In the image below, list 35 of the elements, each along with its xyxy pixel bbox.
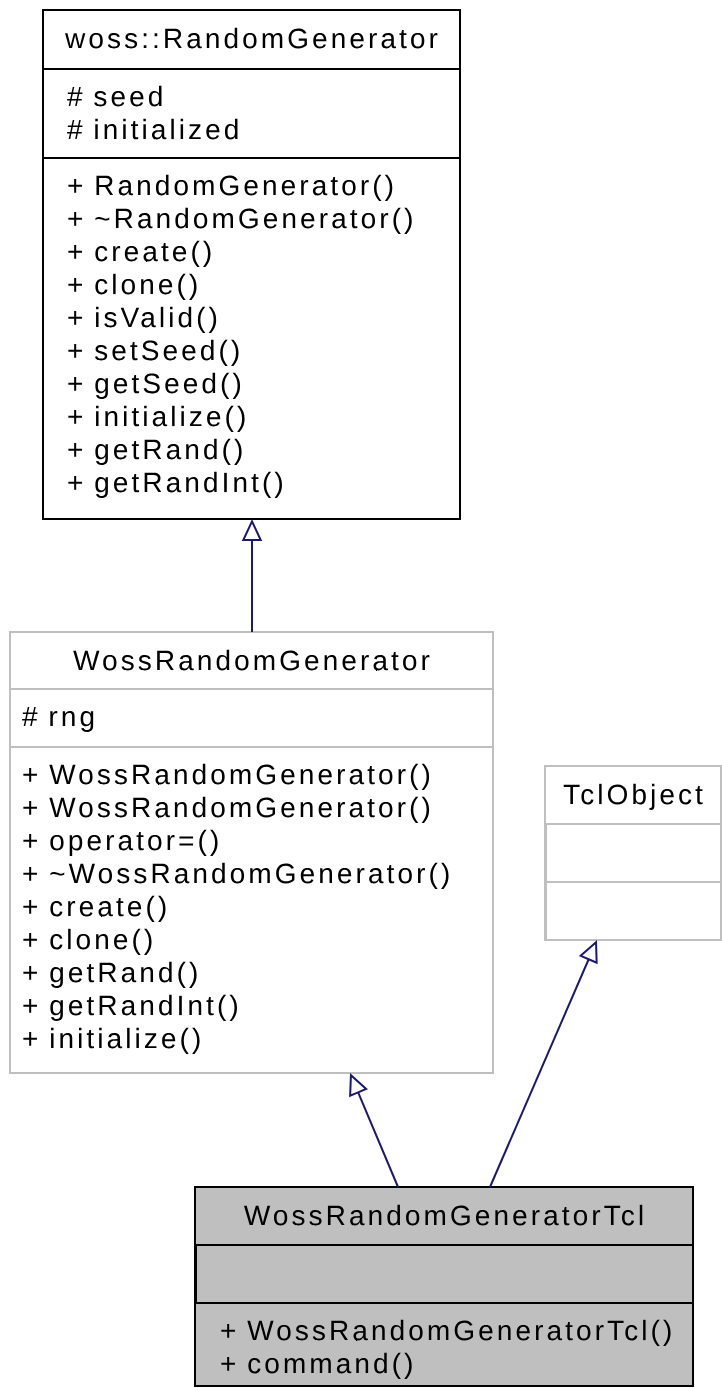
- class-name: WossRandomGenerator: [73, 649, 430, 671]
- method-text: + clone(): [23, 928, 152, 955]
- method-text: + getRand(): [23, 961, 197, 988]
- method-text: + setSeed(): [68, 339, 239, 366]
- method-text: + clone(): [68, 273, 197, 300]
- method-text: + ~RandomGenerator(): [68, 207, 412, 234]
- class-box: [9, 631, 494, 1074]
- class-name: woss::RandomGenerator: [65, 27, 438, 49]
- method-text: + create(): [68, 240, 211, 267]
- method-text: + operator=(): [23, 829, 218, 856]
- method-text: + getRandInt(): [23, 994, 237, 1021]
- method-text: + initialize(): [23, 1027, 200, 1054]
- method-text: + create(): [23, 895, 166, 922]
- attribute-text: # rng: [22, 706, 94, 732]
- method-text: + WossRandomGeneratorTcl(): [221, 1319, 671, 1346]
- class-name: WossRandomGeneratorTcl: [244, 1204, 643, 1226]
- method-text: + getRandInt(): [68, 471, 282, 498]
- empty-compartment: [544, 881, 547, 941]
- class-name: TclObject: [563, 783, 703, 810]
- method-text: + command(): [221, 1352, 412, 1379]
- class-box: [544, 765, 722, 941]
- class-box: [42, 9, 461, 520]
- method-text: + isValid(): [68, 306, 217, 333]
- attribute-text: # seed: [67, 85, 162, 107]
- method-text: + WossRandomGenerator(): [23, 763, 430, 790]
- class-box: [194, 1186, 694, 1387]
- empty-compartment: [194, 1244, 197, 1304]
- method-text: + getSeed(): [68, 372, 241, 399]
- method-text: + WossRandomGenerator(): [23, 796, 430, 823]
- method-text: + initialize(): [68, 405, 245, 432]
- method-text: + getRand(): [68, 438, 242, 465]
- method-text: + ~WossRandomGenerator(): [23, 862, 449, 889]
- empty-compartment: [544, 823, 547, 883]
- attribute-text: # initialized: [67, 118, 238, 140]
- method-text: + RandomGenerator(): [68, 174, 393, 201]
